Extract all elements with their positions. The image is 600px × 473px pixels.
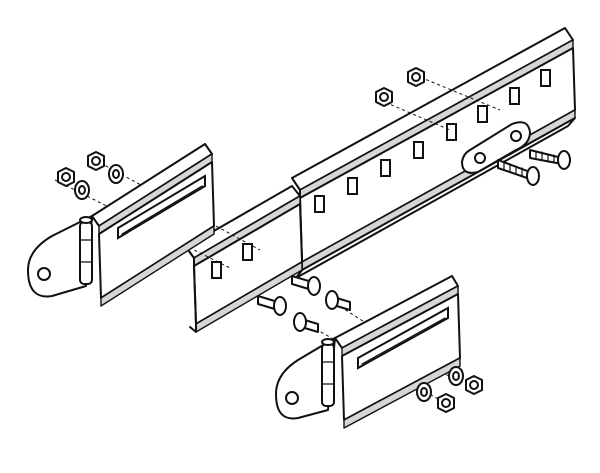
hex-nut <box>375 87 393 107</box>
rail-slot <box>446 123 457 141</box>
hex-nut <box>87 151 105 171</box>
flat-washer <box>448 366 464 386</box>
hex-nut <box>437 393 455 413</box>
hinge-hole <box>37 267 51 281</box>
middle-splice-rail <box>185 185 303 333</box>
rail-slot <box>314 195 325 213</box>
hex-nut <box>57 167 75 187</box>
upper-left-hinge-bracket <box>27 143 215 307</box>
rail-slot <box>540 69 551 87</box>
link-plate <box>461 121 531 174</box>
hex-nut <box>465 375 483 395</box>
fasteners-upper-right <box>375 67 425 107</box>
carriage-bolt <box>257 295 287 316</box>
flat-washer <box>74 180 90 200</box>
rail-slot <box>347 177 358 195</box>
hinge-hole <box>285 391 299 405</box>
carriage-bolts-right <box>497 149 571 186</box>
fasteners-upper-left <box>57 151 124 200</box>
rail-slot <box>509 87 520 105</box>
splice-slot <box>242 243 253 261</box>
plate-hole <box>510 130 522 142</box>
flat-washer <box>416 382 432 402</box>
rail-slot <box>380 159 391 177</box>
hex-nut <box>407 67 425 87</box>
carriage-bolt <box>293 312 319 333</box>
rail-slots <box>314 69 551 213</box>
carriage-bolts-middle <box>257 275 351 333</box>
splice-slot <box>211 261 222 279</box>
carriage-bolt <box>325 290 351 311</box>
rail-slot <box>477 105 488 123</box>
rail-slot <box>413 141 424 159</box>
fasteners-lower-right <box>416 366 483 413</box>
flat-washer <box>108 164 124 184</box>
carriage-bolt <box>497 159 540 186</box>
long-rail <box>291 27 576 279</box>
lower-right-hinge-bracket <box>275 275 461 429</box>
carriage-bolt <box>529 149 571 170</box>
carriage-bolt <box>291 275 321 296</box>
plate-hole <box>474 152 486 164</box>
